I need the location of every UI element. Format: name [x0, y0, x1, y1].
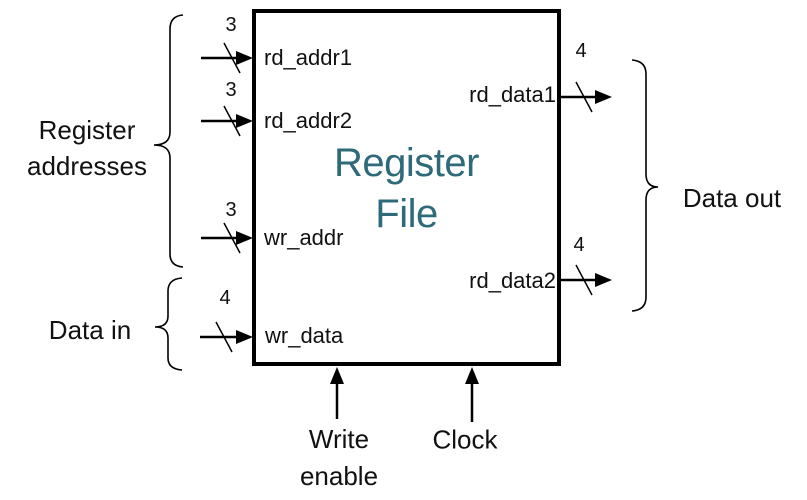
block-title: Register File — [252, 138, 561, 240]
bus-width-rd_data1: 4 — [575, 40, 587, 62]
brace-data-in — [154, 277, 183, 371]
bus-width-wr_addr: 3 — [225, 199, 237, 221]
bus-slash-icon — [223, 42, 241, 74]
bus-width-rd_data2: 4 — [573, 234, 585, 256]
bus-width-rd_addr2: 3 — [225, 79, 237, 101]
input-arrow-rd_addr2 — [201, 105, 253, 137]
control-arrow-write-enable — [330, 367, 344, 419]
arrowhead-icon — [465, 367, 479, 384]
output-arrow-rd_data1 — [559, 81, 612, 113]
arrowhead-icon — [236, 114, 253, 128]
arrowhead-icon — [595, 273, 612, 287]
control-label-write-enable-line1: Write — [308, 424, 370, 454]
port-label-rd_addr2: rd_addr2 — [264, 108, 353, 133]
control-arrow-clock — [465, 367, 479, 422]
block-title-line2: File — [375, 192, 438, 236]
arrowhead-icon — [595, 90, 612, 104]
bus-slash-icon — [223, 222, 241, 254]
brace-register-addresses — [153, 14, 184, 268]
block-title-line1: Register — [334, 141, 479, 185]
group-label-register-addresses-line1: Register — [38, 115, 136, 145]
control-label-write-enable-line2: enable — [299, 461, 379, 491]
arrowhead-icon — [236, 330, 253, 344]
output-arrow-rd_data2 — [559, 264, 612, 296]
arrowhead-icon — [236, 51, 253, 65]
bus-slash-icon — [575, 81, 593, 113]
group-label-data-in: Data in — [48, 315, 132, 345]
control-label-write-enable: Write enable — [300, 421, 378, 495]
group-label-register-addresses: Register addresses — [27, 112, 147, 184]
arrowhead-icon — [236, 231, 253, 245]
arrowhead-icon — [330, 367, 344, 384]
register-file-block — [252, 9, 561, 366]
port-label-rd_addr1: rd_addr1 — [264, 45, 353, 70]
input-arrow-wr_addr — [201, 222, 253, 254]
bus-width-wr_data: 4 — [219, 287, 231, 309]
brace-data-out — [631, 59, 659, 312]
group-label-data-out: Data out — [682, 183, 782, 213]
port-label-rd_data1: rd_data1 — [469, 82, 556, 107]
input-arrow-wr_data — [200, 321, 253, 353]
bus-slash-icon — [223, 105, 241, 137]
port-label-rd_data2: rd_data2 — [469, 268, 556, 293]
input-arrow-rd_addr1 — [201, 42, 253, 74]
bus-slash-icon — [575, 264, 593, 296]
control-label-clock: Clock — [432, 424, 498, 455]
port-label-wr_data: wr_data — [265, 323, 344, 348]
bus-slash-icon — [215, 321, 233, 353]
bus-width-rd_addr1: 3 — [225, 14, 237, 36]
port-label-wr_addr: wr_addr — [264, 225, 344, 250]
group-label-register-addresses-line2: addresses — [27, 151, 147, 181]
